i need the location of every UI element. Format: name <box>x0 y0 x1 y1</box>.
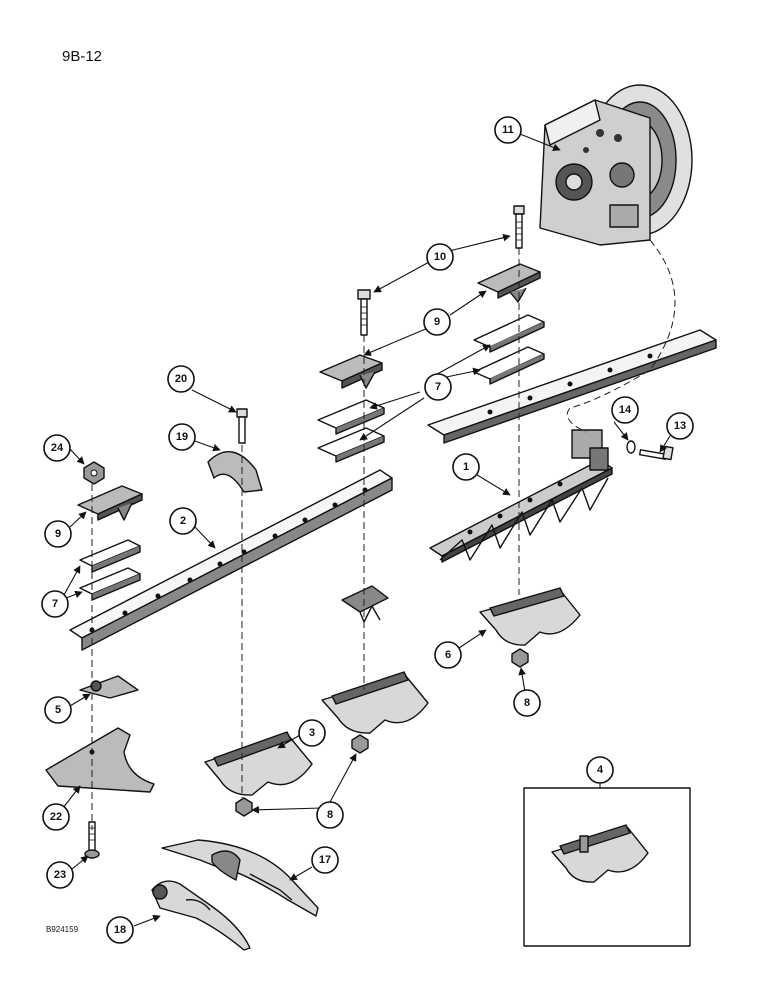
callout-24: 24 <box>43 434 71 462</box>
svg-text:11: 11 <box>502 124 514 136</box>
svg-text:8: 8 <box>524 697 530 709</box>
callout-6: 6 <box>434 641 462 669</box>
svg-text:14: 14 <box>619 404 632 416</box>
shim-set-right <box>473 314 545 385</box>
callout-7-left: 7 <box>41 590 69 618</box>
guard-nut-right <box>511 648 529 668</box>
single-guard <box>79 675 139 699</box>
washer <box>626 440 636 454</box>
callout-23: 23 <box>46 861 74 889</box>
svg-text:8: 8 <box>327 809 333 821</box>
svg-text:22: 22 <box>50 811 62 823</box>
gearbox-drive <box>539 84 693 246</box>
callout-7-upper: 7 <box>424 373 452 401</box>
svg-text:23: 23 <box>54 869 66 881</box>
callout-18: 18 <box>106 916 134 944</box>
hold-down-clip-center <box>319 354 383 389</box>
hold-down-clip-left <box>77 485 143 521</box>
svg-text:9: 9 <box>55 528 61 540</box>
callout-20: 20 <box>167 365 195 393</box>
svg-text:3: 3 <box>309 727 315 739</box>
svg-text:10: 10 <box>434 251 446 263</box>
knife-back-bar <box>427 329 717 444</box>
knife-head-bolt <box>638 445 674 461</box>
double-guard-right <box>479 587 581 646</box>
svg-text:7: 7 <box>435 381 441 393</box>
svg-text:13: 13 <box>674 420 686 432</box>
svg-text:17: 17 <box>319 854 331 866</box>
svg-text:19: 19 <box>176 431 188 443</box>
callout-5: 5 <box>44 696 72 724</box>
guard-nut-lower <box>235 797 253 817</box>
leader-lines <box>62 133 671 927</box>
callout-22: 22 <box>42 803 70 831</box>
hold-down-clip-right <box>477 263 541 303</box>
callout-10: 10 <box>426 243 454 271</box>
callout-8-lower: 8 <box>316 801 344 829</box>
svg-text:20: 20 <box>175 373 187 385</box>
svg-text:24: 24 <box>51 442 64 454</box>
guard-straightener-tool-a <box>161 839 319 917</box>
svg-text:5: 5 <box>55 704 61 716</box>
callout-2: 2 <box>169 507 197 535</box>
callout-4: 4 <box>586 756 614 784</box>
sickle-knife-assembly <box>429 429 613 563</box>
callout-8-right: 8 <box>513 689 541 717</box>
svg-text:18: 18 <box>114 924 126 936</box>
page-code: 9B-12 <box>62 48 103 65</box>
lock-nut <box>83 461 105 485</box>
callout-9-left: 9 <box>44 520 72 548</box>
bolt-upper-left <box>357 289 371 336</box>
inset-detail-box <box>523 780 691 947</box>
double-guard-center-lower <box>204 731 313 796</box>
shim-set-left <box>79 539 141 601</box>
alignment-lines <box>91 239 676 830</box>
cutter-bar <box>69 469 393 651</box>
svg-text:7: 7 <box>52 598 58 610</box>
figure-code: B924159 <box>46 925 79 934</box>
svg-text:1: 1 <box>463 461 469 473</box>
guard-nut-center <box>351 734 369 754</box>
double-guard-center-upper <box>321 671 429 734</box>
svg-text:4: 4 <box>597 764 604 776</box>
strap-bolt <box>236 408 248 444</box>
svg-text:2: 2 <box>180 515 186 527</box>
guard-clip-center <box>341 585 389 623</box>
callout-14: 14 <box>611 396 639 424</box>
skid-plate <box>45 727 155 793</box>
callout-3: 3 <box>298 719 326 747</box>
callout-1: 1 <box>452 453 480 481</box>
svg-text:9: 9 <box>434 316 440 328</box>
guard-straightener-tool-b <box>151 880 251 951</box>
callout-17: 17 <box>311 846 339 874</box>
callout-11: 11 <box>494 116 522 144</box>
callout-19: 19 <box>168 423 196 451</box>
bolt-upper-right <box>513 205 525 249</box>
callout-9-upper: 9 <box>423 308 451 336</box>
callout-13: 13 <box>666 412 694 440</box>
svg-text:6: 6 <box>445 649 451 661</box>
mounting-strap <box>207 451 263 493</box>
